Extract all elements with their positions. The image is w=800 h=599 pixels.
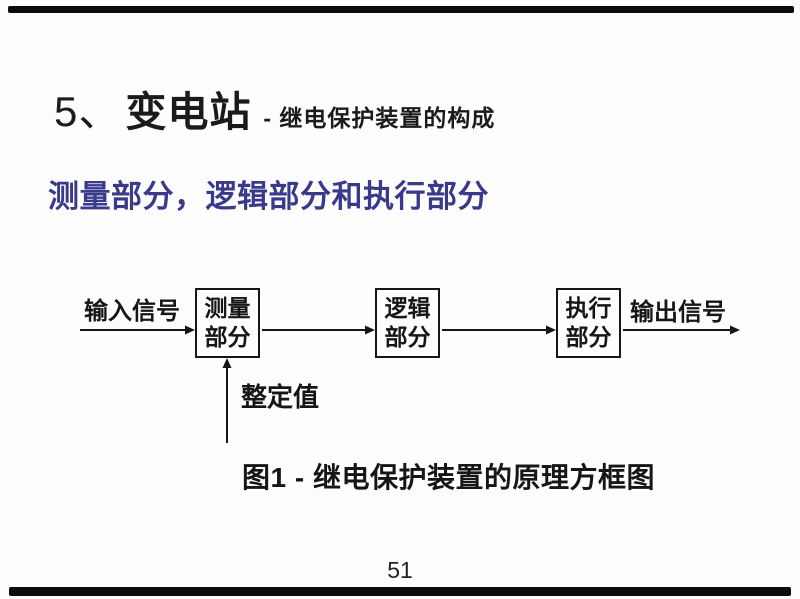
title-main-text: 变电站 — [125, 89, 252, 135]
input-signal-label: 输入信号 — [84, 298, 180, 325]
setting-value-label: 整定值 — [241, 382, 320, 412]
block-execute-line2: 部分 — [565, 324, 612, 350]
block-measure-line2: 部分 — [204, 324, 251, 350]
title-suffix-text: - 继电保护装置的构成 — [263, 105, 496, 131]
bottom-frame-bar — [9, 587, 791, 596]
slide-subtitle: 测量部分，逻辑部分和执行部分 — [48, 179, 489, 214]
block-measure-line1: 测量 — [204, 295, 251, 322]
slide-title: 5、 变电站 - 继电保护装置的构成 — [54, 78, 495, 139]
setting-value-arrowhead-icon — [222, 358, 232, 368]
input-arrowhead-icon — [185, 325, 195, 335]
block-logic-line2: 部分 — [384, 324, 431, 350]
output-arrowhead-icon — [730, 325, 740, 335]
top-frame-bar — [8, 6, 794, 13]
page-number: 51 — [387, 557, 413, 583]
title-section-number: 5、 — [54, 88, 122, 135]
block-execute-line1: 执行 — [565, 295, 612, 322]
logic-to-execute-arrowhead-icon — [546, 325, 556, 335]
measure-to-logic-arrowhead-icon — [365, 325, 375, 335]
block-measure-part: 测量 部分 — [195, 288, 260, 358]
block-execute-part: 执行 部分 — [556, 288, 621, 358]
block-logic-line1: 逻辑 — [384, 295, 431, 322]
block-logic-part: 逻辑 部分 — [375, 288, 440, 358]
output-signal-label: 输出信号 — [630, 299, 726, 326]
figure-caption: 图1 - 继电保护装置的原理方框图 — [242, 462, 655, 493]
